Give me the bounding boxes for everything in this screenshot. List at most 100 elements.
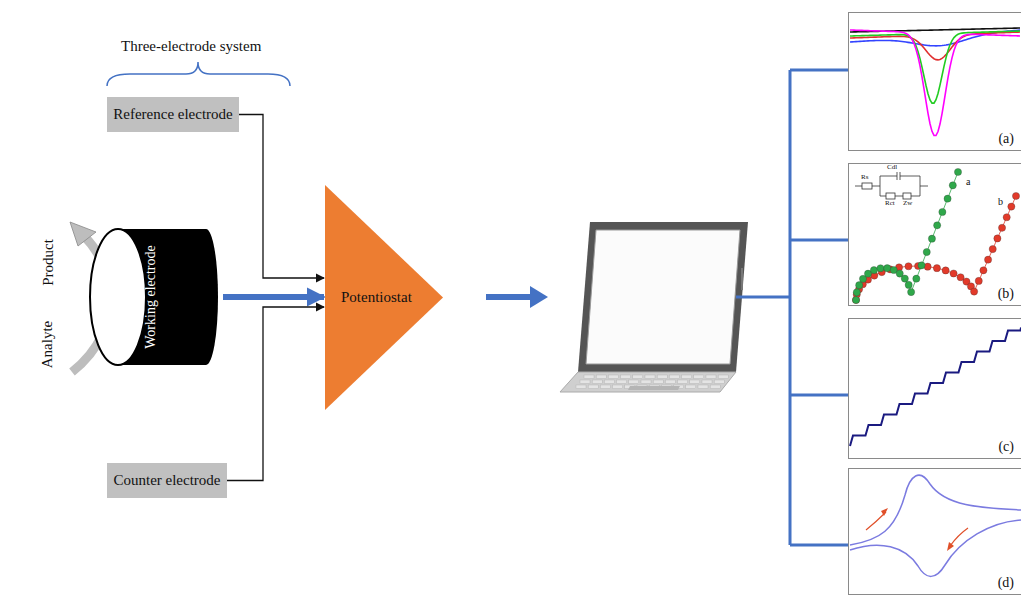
drawing-part (641, 380, 651, 384)
drawing-part (971, 288, 978, 295)
drawing-part (870, 267, 877, 274)
drawing-part (653, 380, 663, 384)
connector (223, 294, 324, 300)
drawing-part (850, 328, 1021, 447)
drawing-part (855, 186, 862, 187)
drawing-part (913, 275, 920, 282)
drawing-part (736, 70, 848, 545)
drawing-part (690, 380, 700, 384)
drawing-part (939, 208, 946, 215)
drawing-part (850, 328, 1021, 447)
drawing-part (486, 294, 532, 300)
drawing-part (850, 475, 1021, 576)
node-label: Reference electrode (113, 106, 233, 123)
drawing-part (850, 475, 1021, 545)
drawing-part (920, 186, 928, 187)
node-label: Potentiostat (341, 289, 412, 306)
circuit-label: Zw (903, 199, 912, 207)
drawing-part (686, 385, 696, 389)
drawing-part (886, 193, 895, 199)
curve-label: b (998, 196, 1003, 207)
curve-label: a (966, 176, 970, 187)
drawing-part (592, 380, 602, 384)
drawing-part (856, 282, 863, 289)
drawing-part (621, 375, 631, 379)
drawing-part (702, 380, 712, 384)
drawing-part (604, 380, 614, 384)
drawing-part (560, 372, 736, 392)
circuit-label: Cdl (887, 163, 897, 171)
drawing-part (980, 267, 987, 274)
drawing-part (852, 296, 859, 303)
drawing-part (947, 542, 954, 551)
drawing-part (586, 230, 740, 364)
drawing-part (657, 375, 667, 379)
drawing-part (633, 375, 643, 379)
drawing-part (998, 224, 1005, 231)
drawing-part (853, 289, 860, 296)
drawing-part (944, 195, 951, 202)
drawing-part (880, 176, 881, 196)
drawing-part (950, 270, 957, 277)
analyte-label: Analyte (39, 320, 56, 367)
system-label: Three-electrode system (121, 38, 261, 55)
drawing-part (856, 196, 1016, 300)
drawing-part (710, 385, 720, 389)
drawing-part (924, 263, 931, 270)
drawing-part (617, 380, 627, 384)
drawing-part (1003, 214, 1010, 221)
drawing-part (850, 520, 1021, 576)
drawing-part (989, 245, 996, 252)
circuit-label: Rs (861, 173, 868, 181)
drawing-part (994, 235, 1001, 242)
drawing-part (957, 274, 964, 281)
panel-label: (b) (998, 286, 1014, 302)
drawing-part (790, 69, 848, 72)
drawing-part (789, 70, 792, 545)
drawing-part (933, 265, 940, 272)
drawing-part (852, 296, 859, 303)
drawing-part (706, 375, 716, 379)
drawing-part (880, 176, 897, 177)
drawing-part (790, 544, 848, 547)
drawing-part (905, 263, 912, 270)
drawing-part (850, 32, 1020, 60)
node-label: Working electrode (143, 245, 159, 348)
drawing-part (942, 267, 949, 274)
connector (239, 115, 324, 279)
drawing-part (1012, 192, 1019, 199)
drawing-part (629, 380, 639, 384)
drawing-part (984, 256, 991, 263)
drawing-part (856, 172, 958, 300)
panel-label: (a) (998, 131, 1014, 147)
drawing-part (901, 275, 908, 282)
drawing-part (934, 222, 941, 229)
drawing-part (1008, 203, 1015, 210)
drawing-part (908, 288, 915, 295)
drawing-part (790, 394, 848, 397)
drawing-part (741, 268, 743, 290)
panel-label: (d) (998, 575, 1014, 591)
drawing-part (600, 385, 610, 389)
drawing-part (855, 172, 928, 199)
drawing-part (877, 265, 884, 272)
drawing-part (884, 265, 891, 272)
drawing-part (895, 196, 903, 197)
drawing-part (850, 28, 1020, 135)
drawing-part (866, 512, 886, 530)
drawing-part (850, 30, 1020, 136)
electrode-box: Counter electrode (107, 463, 227, 498)
electrode-box: Reference electrode (107, 97, 239, 132)
node-label: Counter electrode (113, 472, 220, 489)
impedance-panel: (b) (848, 163, 1021, 306)
drawing-part (584, 375, 594, 379)
drawing-part (70, 222, 96, 246)
drawing-part (580, 380, 590, 384)
drawing-part (928, 235, 935, 242)
drawing-part (975, 277, 982, 284)
drawing-part (923, 248, 930, 255)
drawing-part (790, 239, 848, 242)
drawing-part (852, 168, 1019, 303)
drawing-part (682, 375, 692, 379)
drawing-part (530, 286, 548, 308)
